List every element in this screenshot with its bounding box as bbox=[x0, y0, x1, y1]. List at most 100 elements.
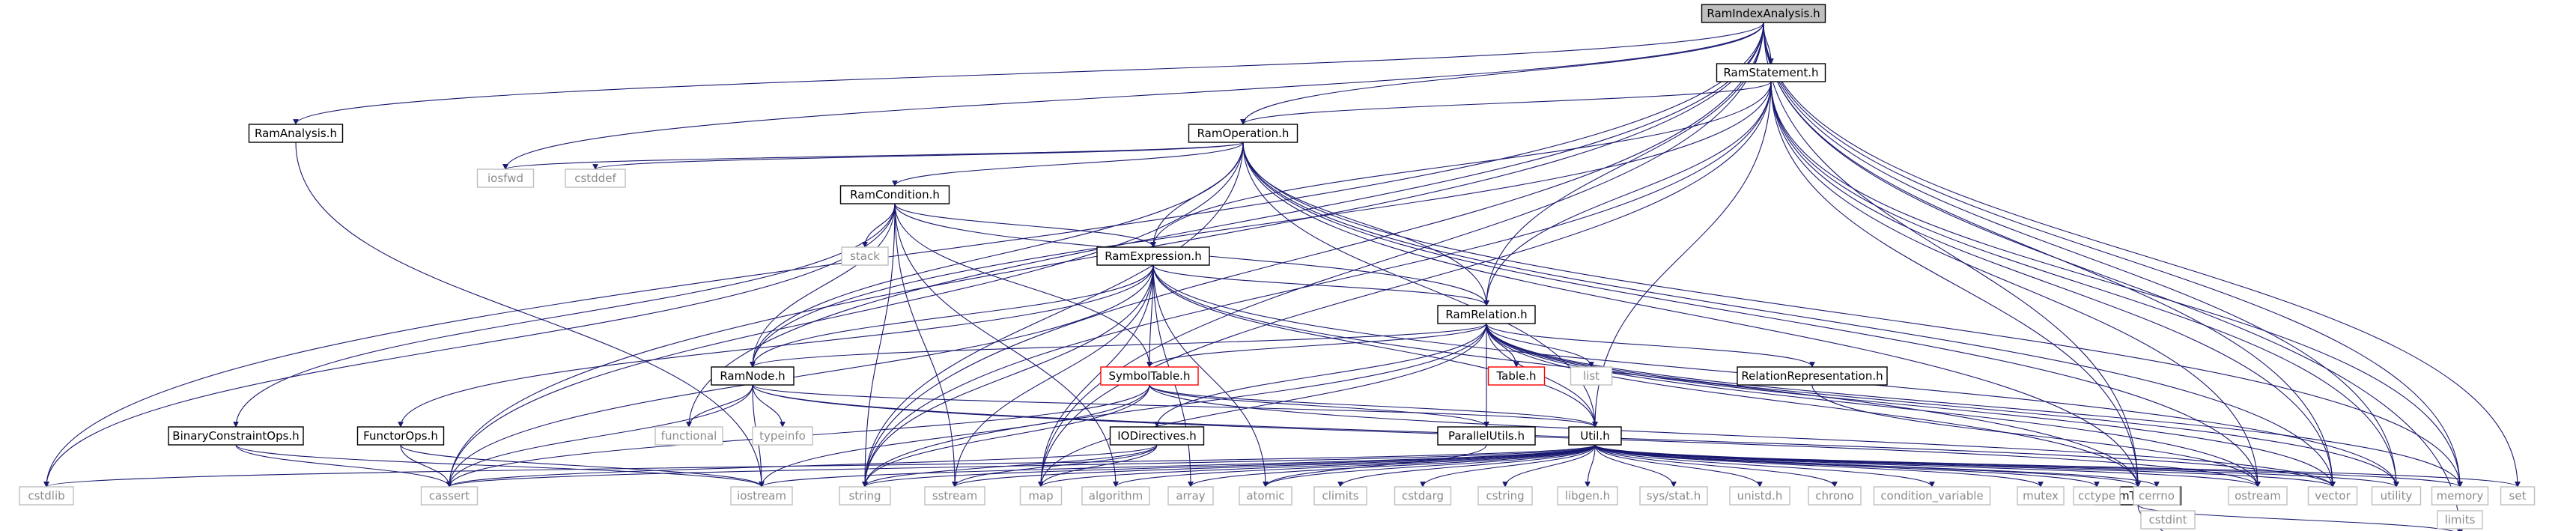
node-box bbox=[1570, 366, 1613, 386]
node-label: array bbox=[1176, 489, 1205, 503]
include-edge bbox=[1502, 444, 1596, 488]
node-label: RamRelation.h bbox=[1445, 308, 1527, 321]
node-symboltable-h[interactable]: SymbolTable.h bbox=[1100, 366, 1199, 386]
node-label: string bbox=[848, 489, 881, 503]
include-edge bbox=[592, 142, 1244, 170]
node-sys-stat-h: sys/stat.h bbox=[1639, 486, 1708, 506]
node-set: set bbox=[2500, 486, 2536, 506]
node-box bbox=[841, 246, 889, 266]
node-box bbox=[1737, 366, 1888, 386]
node-util-h[interactable]: Util.h bbox=[1568, 426, 1622, 446]
include-edge bbox=[862, 323, 1487, 488]
node-label: limits bbox=[2445, 513, 2476, 527]
include-edge bbox=[1483, 81, 1772, 306]
node-ramanalysis-h[interactable]: RamAnalysis.h bbox=[248, 124, 344, 143]
node-ramoperation-h[interactable]: RamOperation.h bbox=[1188, 124, 1298, 143]
node-label: ostream bbox=[2235, 489, 2281, 503]
node-box bbox=[1437, 426, 1536, 446]
node-cstdint: cstdint bbox=[2140, 510, 2196, 530]
node-ramcondition-h[interactable]: RamCondition.h bbox=[839, 185, 950, 204]
node-box bbox=[839, 185, 950, 204]
include-edge bbox=[1763, 22, 2463, 488]
include-edge bbox=[1263, 444, 1596, 488]
node-ramnode-h[interactable]: RamNode.h bbox=[711, 366, 795, 386]
node-label: RamExpression.h bbox=[1105, 249, 1202, 263]
node-cstdlib: cstdlib bbox=[19, 486, 74, 506]
node-condition-variable: condition_variable bbox=[1873, 486, 1991, 506]
node-box bbox=[1568, 426, 1622, 446]
node-mutex: mutex bbox=[2017, 486, 2065, 506]
node-limits: limits bbox=[2437, 510, 2483, 530]
node-label: mutex bbox=[2023, 489, 2059, 503]
node-atomic: atomic bbox=[1239, 486, 1292, 506]
node-box bbox=[1808, 486, 1862, 506]
node-table-h[interactable]: Table.h bbox=[1487, 366, 1546, 386]
include-edge bbox=[1263, 444, 1487, 488]
node-label: iostream bbox=[737, 489, 786, 503]
node-label: RelationRepresentation.h bbox=[1741, 369, 1883, 383]
node-relationrepresentation-h[interactable]: RelationRepresentation.h bbox=[1737, 366, 1888, 386]
node-stack: stack bbox=[841, 246, 889, 266]
include-edge bbox=[1486, 323, 1594, 368]
include-edge bbox=[1240, 81, 1772, 125]
include-edge bbox=[233, 203, 896, 428]
node-label: Table.h bbox=[1495, 369, 1536, 383]
node-functorops-h[interactable]: FunctorOps.h bbox=[356, 426, 445, 446]
node-label: vector bbox=[2315, 489, 2351, 503]
include-edge bbox=[1594, 444, 1935, 488]
include-edge bbox=[759, 384, 1150, 488]
include-edge bbox=[752, 384, 2336, 488]
node-box bbox=[2307, 486, 2358, 506]
include-edge bbox=[1113, 444, 1596, 488]
include-edge bbox=[1038, 81, 1772, 488]
include-edge bbox=[952, 264, 1154, 488]
node-label: cstddef bbox=[574, 172, 616, 185]
node-label: cstdarg bbox=[1402, 489, 1444, 503]
node-label: libgen.h bbox=[1565, 489, 1610, 503]
node-label: list bbox=[1583, 369, 1600, 383]
include-edge bbox=[1763, 22, 2141, 488]
node-box bbox=[2437, 510, 2483, 530]
node-box bbox=[1716, 63, 1826, 82]
node-box bbox=[1081, 486, 1150, 506]
node-ramindexanalysis-h[interactable]: RamIndexAnalysis.h bbox=[1701, 4, 1826, 23]
include-edge bbox=[1242, 142, 2261, 488]
node-label: set bbox=[2509, 489, 2527, 503]
node-vector: vector bbox=[2307, 486, 2358, 506]
include-edge bbox=[1420, 444, 1596, 488]
node-cstddef: cstddef bbox=[565, 169, 626, 188]
include-edge bbox=[1337, 444, 1596, 488]
include-edge bbox=[750, 323, 1487, 368]
include-edge bbox=[400, 444, 452, 488]
node-ramstatement-h[interactable]: RamStatement.h bbox=[1716, 63, 1826, 82]
node-label: ParallelUtils.h bbox=[1448, 429, 1525, 443]
include-edge bbox=[1594, 444, 2160, 488]
node-parallelutils-h[interactable]: ParallelUtils.h bbox=[1437, 426, 1536, 446]
node-box bbox=[1437, 305, 1536, 324]
include-edge bbox=[862, 264, 1154, 488]
node-ramexpression-h[interactable]: RamExpression.h bbox=[1096, 246, 1210, 266]
node-iosfwd: iosfwd bbox=[476, 169, 535, 188]
node-box bbox=[420, 486, 479, 506]
node-cstdarg: cstdarg bbox=[1394, 486, 1452, 506]
node-label: stack bbox=[850, 249, 880, 263]
include-edge bbox=[1242, 142, 2141, 488]
include-edge bbox=[1486, 323, 2261, 488]
include-edge bbox=[686, 384, 753, 428]
include-edge bbox=[1811, 384, 2261, 488]
node-iodirectives-h[interactable]: IODirectives.h bbox=[1109, 426, 1205, 446]
node-binaryconstraintops-h[interactable]: BinaryConstraintOps.h bbox=[168, 426, 304, 446]
node-string: string bbox=[839, 486, 891, 506]
include-edge bbox=[862, 22, 1764, 488]
include-edge bbox=[1594, 444, 2261, 488]
node-ramrelation-h[interactable]: RamRelation.h bbox=[1437, 305, 1536, 324]
include-edge bbox=[892, 142, 1244, 186]
node-box bbox=[1188, 124, 1298, 143]
node-box bbox=[2140, 510, 2196, 530]
node-box bbox=[2371, 486, 2422, 506]
node-box bbox=[19, 486, 74, 506]
node-box bbox=[730, 486, 793, 506]
node-label: sys/stat.h bbox=[1647, 489, 1701, 503]
include-edge bbox=[862, 142, 1244, 488]
include-edge bbox=[1038, 444, 1158, 488]
